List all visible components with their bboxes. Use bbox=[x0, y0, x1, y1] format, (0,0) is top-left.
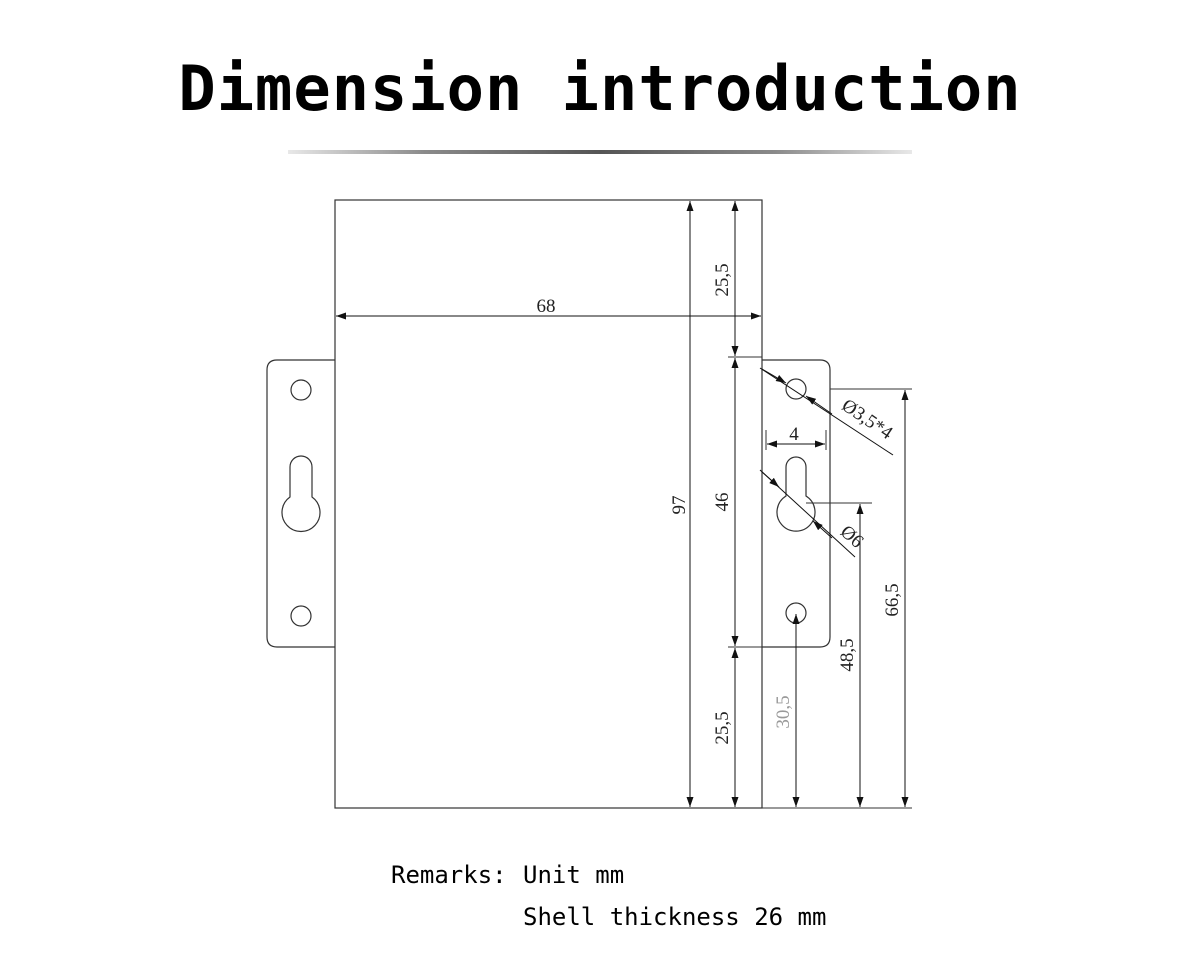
remarks-label: Remarks: bbox=[391, 861, 507, 889]
label-slot-diameter: Ø6 bbox=[836, 521, 867, 552]
label-height: 97 bbox=[669, 496, 690, 515]
label-top-hole-height: 66,5 bbox=[882, 583, 903, 616]
remarks-thickness: Shell thickness 26 mm bbox=[523, 903, 827, 931]
label-width: 68 bbox=[537, 296, 556, 317]
label-slot-height: 48,5 bbox=[837, 638, 858, 671]
left-flange bbox=[266, 359, 335, 648]
label-bottom-offset: 25,5 bbox=[712, 711, 733, 744]
page-title: Dimension introduction bbox=[178, 52, 1022, 125]
label-top-offset: 25,5 bbox=[712, 263, 733, 296]
left-flange-hole-top bbox=[290, 379, 312, 401]
right-flange-hole-top bbox=[785, 378, 807, 400]
label-hole-spacing: 46 bbox=[712, 493, 733, 512]
label-bottom-hole-height: 30,5 bbox=[773, 695, 794, 728]
right-flange-keyhole bbox=[776, 456, 816, 532]
label-hole-diameter: Ø3,5*4 bbox=[838, 395, 897, 444]
remarks-unit: Unit mm bbox=[523, 861, 625, 889]
title-divider bbox=[288, 150, 912, 154]
label-slot-width: 4 bbox=[789, 424, 799, 445]
left-flange-keyhole bbox=[281, 455, 321, 533]
device-body bbox=[334, 199, 763, 809]
left-flange-hole-bottom bbox=[290, 605, 312, 627]
